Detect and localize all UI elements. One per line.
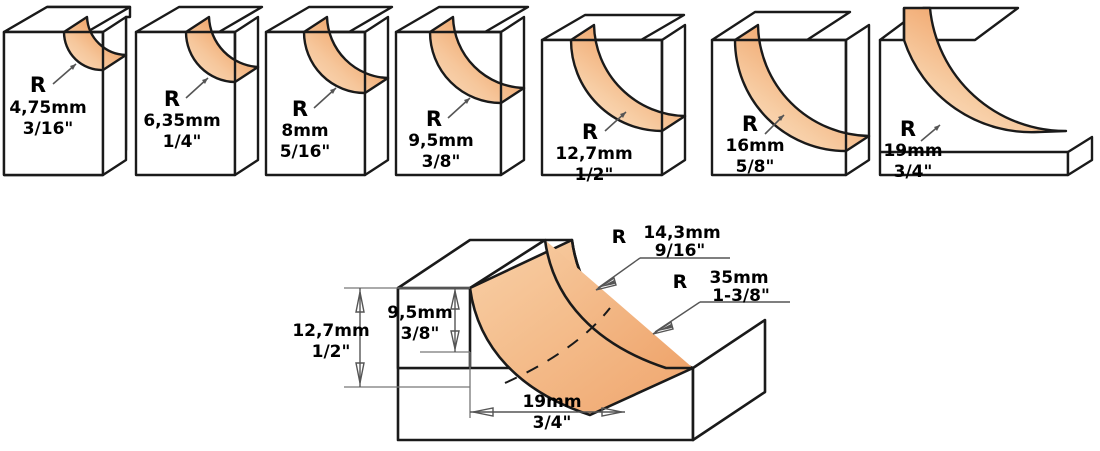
cove-edge: [304, 30, 367, 93]
radius-inch-label: 3/4": [894, 162, 933, 182]
width-inch-label: 3/4": [533, 413, 572, 433]
detail-right-face: [691, 318, 767, 442]
radius-inch-label: 1/4": [163, 132, 202, 152]
leader-arrow-icon: [620, 112, 626, 118]
radius-symbol: R: [582, 120, 598, 144]
leader-arrow-icon: [778, 115, 784, 121]
radius-mm-label: 19mm: [883, 141, 942, 161]
callout-radius-upper: R 14,3mm 9/16": [595, 223, 730, 291]
callout-radius-lower: R 35mm 1-3/8": [652, 268, 790, 335]
detail-cove-lip: [543, 239, 693, 370]
radius-symbol: R: [426, 107, 442, 131]
cove-surface: [902, 6, 1068, 134]
radius-inch-label: 3/8": [422, 152, 461, 172]
arrowhead-down-icon: [450, 330, 460, 350]
profile-block-2: R 6,35mm 1/4": [134, 5, 264, 177]
cove-surface: [302, 15, 390, 95]
cove-edge: [735, 38, 848, 151]
cove-surface: [428, 15, 526, 105]
profile-block-3: R 8mm 5/16": [264, 5, 394, 177]
radius-symbol: R: [742, 112, 758, 136]
height-inner-mm-label: 9,5mm: [387, 303, 453, 323]
radius-lower-mm-label: 35mm: [709, 268, 768, 288]
callout-arrow-fill-icon: [658, 324, 672, 331]
radius-inch-label: 3/16": [23, 119, 74, 139]
cove-surface: [569, 23, 687, 133]
cove-edge: [430, 30, 503, 103]
arrowhead-up-icon: [355, 291, 365, 313]
profile-block-7: R 19mm 3/4": [878, 6, 1094, 182]
cove-edge: [571, 38, 664, 131]
leader-arrow-icon: [464, 98, 470, 104]
leader-arrow-icon: [330, 88, 336, 94]
profile-block-5: R 12,7mm 1/2": [540, 13, 687, 185]
cove-surface: [184, 15, 260, 84]
arrowhead-down-icon: [355, 362, 365, 384]
arrowhead-left-icon: [472, 407, 494, 417]
height-outer-mm-label: 12,7mm: [292, 321, 369, 341]
dimension-height-outer: 12,7mm 1/2": [292, 288, 370, 387]
radius-inch-label: 5/16": [280, 142, 331, 162]
block-top-face: [710, 10, 852, 42]
block-top-face: [540, 13, 686, 42]
leader-arrow-icon: [202, 78, 208, 84]
leader-arrow-icon: [934, 125, 940, 131]
radius-symbol: R: [30, 73, 46, 97]
radius-inch-label: 1/2": [575, 165, 614, 185]
block-right-face: [844, 23, 871, 177]
height-inner-inch-label: 3/8": [401, 324, 440, 344]
radius-lower-inch-label: 1-3/8": [712, 286, 770, 306]
radius-symbol: R: [164, 87, 180, 111]
width-mm-label: 19mm: [522, 392, 581, 412]
radius-inch-label: 5/8": [736, 157, 775, 177]
arrowhead-up-icon: [450, 290, 460, 310]
radius-mm-label: 8mm: [281, 121, 328, 141]
profile-block-6: R 16mm 5/8": [710, 10, 871, 177]
radius-mm-label: 9,5mm: [408, 131, 474, 151]
callout-leader-line: [597, 257, 641, 289]
radius-upper-symbol: R: [612, 226, 627, 248]
radius-symbol: R: [292, 97, 308, 121]
leader-arrow-icon: [70, 64, 76, 70]
radius-upper-mm-label: 14,3mm: [643, 223, 720, 243]
cove-edge: [64, 30, 105, 70]
cove-edge: [186, 30, 237, 82]
dimension-width: 19mm 3/4": [469, 352, 625, 433]
callout-arrow-icon: [595, 276, 617, 291]
profile-block-4: R 9,5mm 3/8": [394, 5, 530, 177]
arrowhead-right-icon: [601, 407, 623, 417]
radius-mm-label: 16mm: [725, 136, 784, 156]
radius-symbol: R: [900, 117, 916, 141]
detail-figure: 12,7mm 1/2" 9,5mm 3/8" 19mm 3/4": [292, 223, 790, 442]
radius-mm-label: 12,7mm: [555, 144, 632, 164]
block-right-face: [660, 23, 687, 177]
block-right-face: [233, 15, 260, 177]
callout-arrow-icon: [652, 320, 674, 335]
profile-block-1: R 4,75mm 3/16": [2, 5, 132, 177]
cove-surface: [733, 23, 871, 153]
dimension-height-inner: 9,5mm 3/8": [387, 288, 460, 352]
radius-mm-label: 4,75mm: [9, 98, 86, 118]
block-right-face: [1066, 135, 1094, 177]
radius-lower-symbol: R: [673, 271, 688, 293]
block-right-face: [363, 15, 390, 177]
callout-arrow-fill-icon: [601, 280, 615, 287]
radius-upper-inch-label: 9/16": [655, 241, 706, 261]
radius-mm-label: 6,35mm: [143, 111, 220, 131]
block-top-face: [878, 6, 1020, 42]
height-outer-inch-label: 1/2": [312, 342, 351, 362]
block-right-face: [101, 15, 128, 177]
